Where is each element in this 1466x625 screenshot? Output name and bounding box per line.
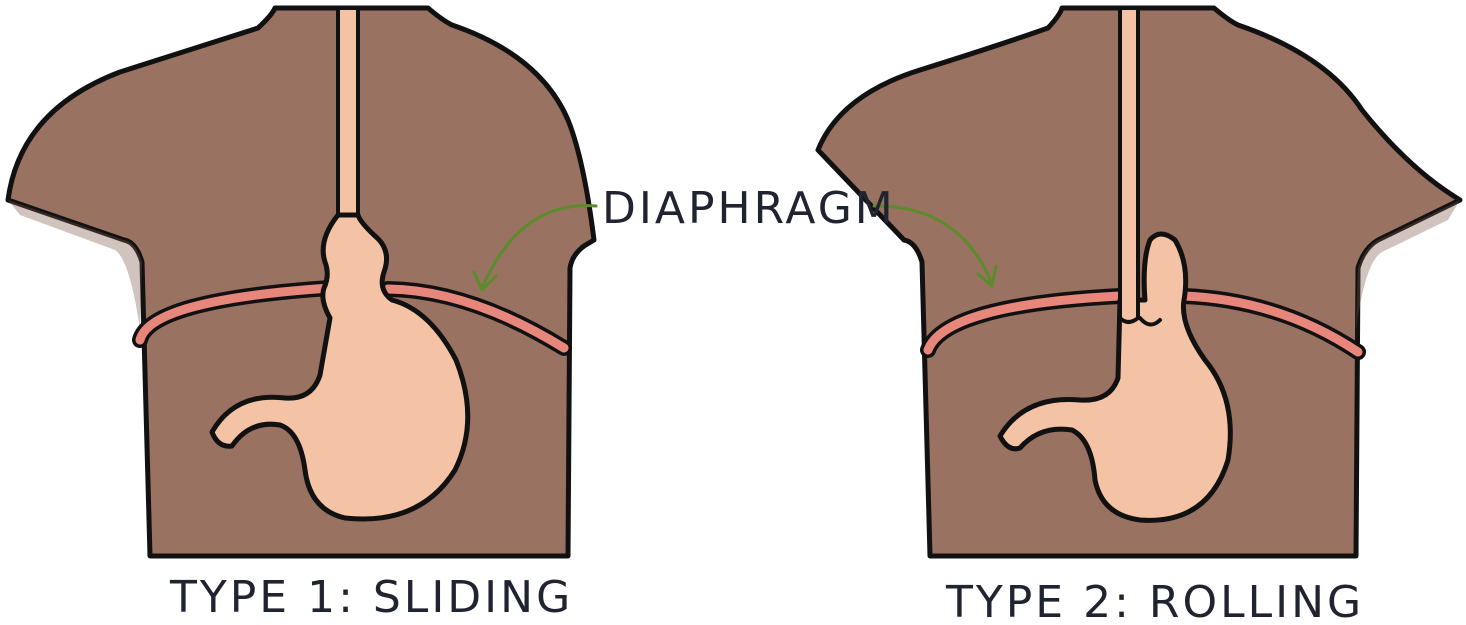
left-arrow-head-icon [472, 270, 498, 292]
right-panel-title: TYPE 2: ROLLING [945, 577, 1364, 625]
right-esophagus [1118, 6, 1140, 324]
right-arrow [872, 204, 994, 286]
left-esophagus [336, 6, 360, 222]
right-shoulder-shadow [1356, 200, 1460, 330]
left-torso [5, 5, 597, 559]
left-panel-title: TYPE 1: SLIDING [169, 572, 573, 623]
right-stomach [997, 231, 1233, 523]
left-stomach [209, 212, 471, 522]
left-arrow [480, 204, 598, 290]
right-arrow-head-icon [976, 264, 998, 288]
diaphragm-label: DIAPHRAGM [602, 183, 896, 234]
left-shoulder-shadow [8, 200, 142, 330]
right-hernia-pocket [1138, 316, 1162, 327]
left-panel [5, 5, 597, 559]
diaphragm-arrows [472, 204, 998, 292]
right-panel [815, 5, 1463, 559]
